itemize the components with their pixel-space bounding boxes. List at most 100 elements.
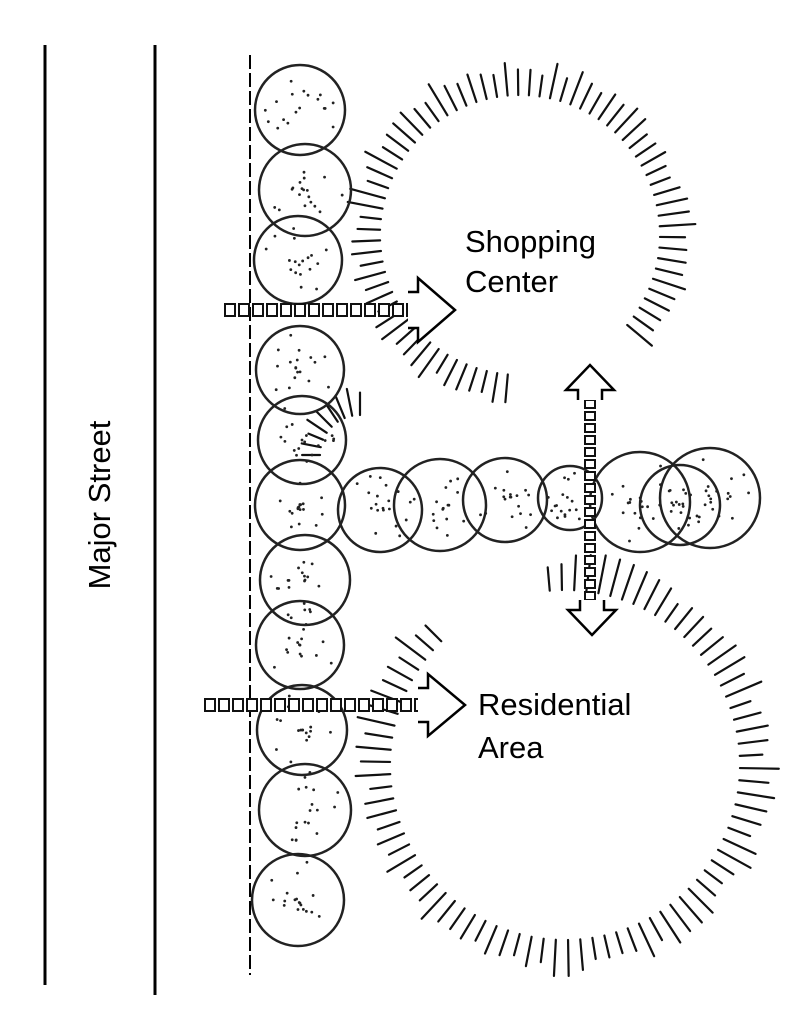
tree-stipple xyxy=(340,193,344,197)
hatch-mark xyxy=(648,916,664,942)
tree-buffer xyxy=(250,63,762,948)
tree-circle xyxy=(253,458,347,552)
tree-stipple xyxy=(559,509,563,513)
tree-stipple xyxy=(633,511,637,515)
tree-stipple xyxy=(270,878,274,882)
tree-stipple xyxy=(289,525,293,529)
tree-stipple xyxy=(566,477,570,481)
tree-stipple xyxy=(273,206,277,209)
hatch-mark xyxy=(381,679,408,693)
tree-stipple xyxy=(294,110,298,114)
tree-stipple xyxy=(565,495,569,499)
tree-stipple xyxy=(431,512,435,516)
tree-stipple xyxy=(297,522,301,526)
tree-stipple xyxy=(303,574,306,578)
hatch-mark xyxy=(359,260,384,267)
hatch-mark xyxy=(653,186,681,197)
tree-stipple xyxy=(677,527,681,530)
path-paver xyxy=(584,483,596,493)
tree-stipple xyxy=(321,640,325,644)
tree-stipple xyxy=(368,475,372,478)
tree-stipple xyxy=(303,204,307,208)
tree-stipple xyxy=(290,187,294,191)
tree-stipple xyxy=(462,519,466,523)
tree-stipple xyxy=(677,503,681,506)
tree-stipple xyxy=(277,587,281,590)
tree-circle xyxy=(461,456,549,544)
tree-circle xyxy=(658,446,762,550)
tree-stipple xyxy=(659,464,662,468)
hatch-mark xyxy=(424,101,440,123)
tree-stipple xyxy=(315,832,319,835)
tree-stipple xyxy=(308,809,312,812)
hatch-mark xyxy=(409,874,431,892)
tree-stipple xyxy=(527,493,531,497)
tree-stipple xyxy=(310,562,314,566)
tree-stipple xyxy=(293,898,297,902)
hatch-mark xyxy=(435,353,449,374)
tree-stipple xyxy=(273,234,277,238)
tree-stipple xyxy=(628,539,631,543)
tree-stipple xyxy=(646,505,650,509)
tree-stipple xyxy=(300,571,304,575)
hatch-mark xyxy=(638,306,662,322)
tree-stipple xyxy=(309,356,313,359)
tree-stipple xyxy=(306,93,310,97)
tree-stipple xyxy=(316,444,320,448)
hatch-mark xyxy=(737,739,769,745)
tree-stipple xyxy=(301,907,305,911)
hatch-mark xyxy=(651,277,687,291)
hatch-mark xyxy=(480,369,488,394)
hatch-mark xyxy=(443,358,459,387)
tree-stipple xyxy=(493,486,497,490)
hatch-mark xyxy=(569,71,584,106)
tree-stipple xyxy=(309,729,312,733)
tree-stipple xyxy=(305,860,309,864)
path-paver xyxy=(218,698,230,712)
tree-stipple xyxy=(435,526,439,530)
hatch-mark xyxy=(359,215,382,221)
path-paver xyxy=(584,435,596,445)
path-paver xyxy=(224,303,236,317)
tree-stipple xyxy=(302,176,306,180)
hatch-mark xyxy=(369,785,393,791)
hatch-mark xyxy=(614,107,639,134)
tree-stipple xyxy=(298,503,302,506)
hatch-mark xyxy=(606,103,625,127)
tree-stipple xyxy=(570,499,574,503)
tree-stipple xyxy=(688,516,692,520)
path-paver xyxy=(372,698,384,712)
hatch-mark xyxy=(724,680,763,698)
tree-stipple xyxy=(332,437,336,441)
path-paver xyxy=(584,555,596,565)
tree-stipple xyxy=(283,407,287,410)
tree-stipple xyxy=(276,348,280,352)
hatch-mark xyxy=(417,347,440,379)
hatch-mark xyxy=(381,146,404,161)
hatch-mark xyxy=(334,396,346,420)
path-paver xyxy=(364,303,376,317)
hatch-mark xyxy=(552,938,557,977)
hatch-mark xyxy=(657,210,690,217)
residential-area-label-line1: Residential xyxy=(478,687,631,722)
tree-stipple xyxy=(298,481,302,485)
hatch-mark xyxy=(628,133,648,150)
tree-stipple xyxy=(294,271,298,275)
tree-stipple xyxy=(573,471,576,475)
tree-stipple xyxy=(318,210,322,214)
tree-stipple xyxy=(305,189,309,192)
tree-stipple xyxy=(404,518,408,522)
hatch-mark xyxy=(713,656,746,676)
tree-stipple xyxy=(479,513,482,517)
path-paver xyxy=(392,303,404,317)
tree-stipple xyxy=(621,484,625,488)
tree-stipple xyxy=(367,491,371,495)
hatch-mark xyxy=(734,803,768,813)
tree-stipple xyxy=(295,453,298,457)
hatch-mark xyxy=(366,166,394,180)
tree-stipple xyxy=(324,248,328,252)
tree-stipple xyxy=(296,641,300,644)
hatch-mark xyxy=(455,363,468,391)
hatch-mark xyxy=(386,665,414,682)
tree-stipple xyxy=(314,654,318,657)
